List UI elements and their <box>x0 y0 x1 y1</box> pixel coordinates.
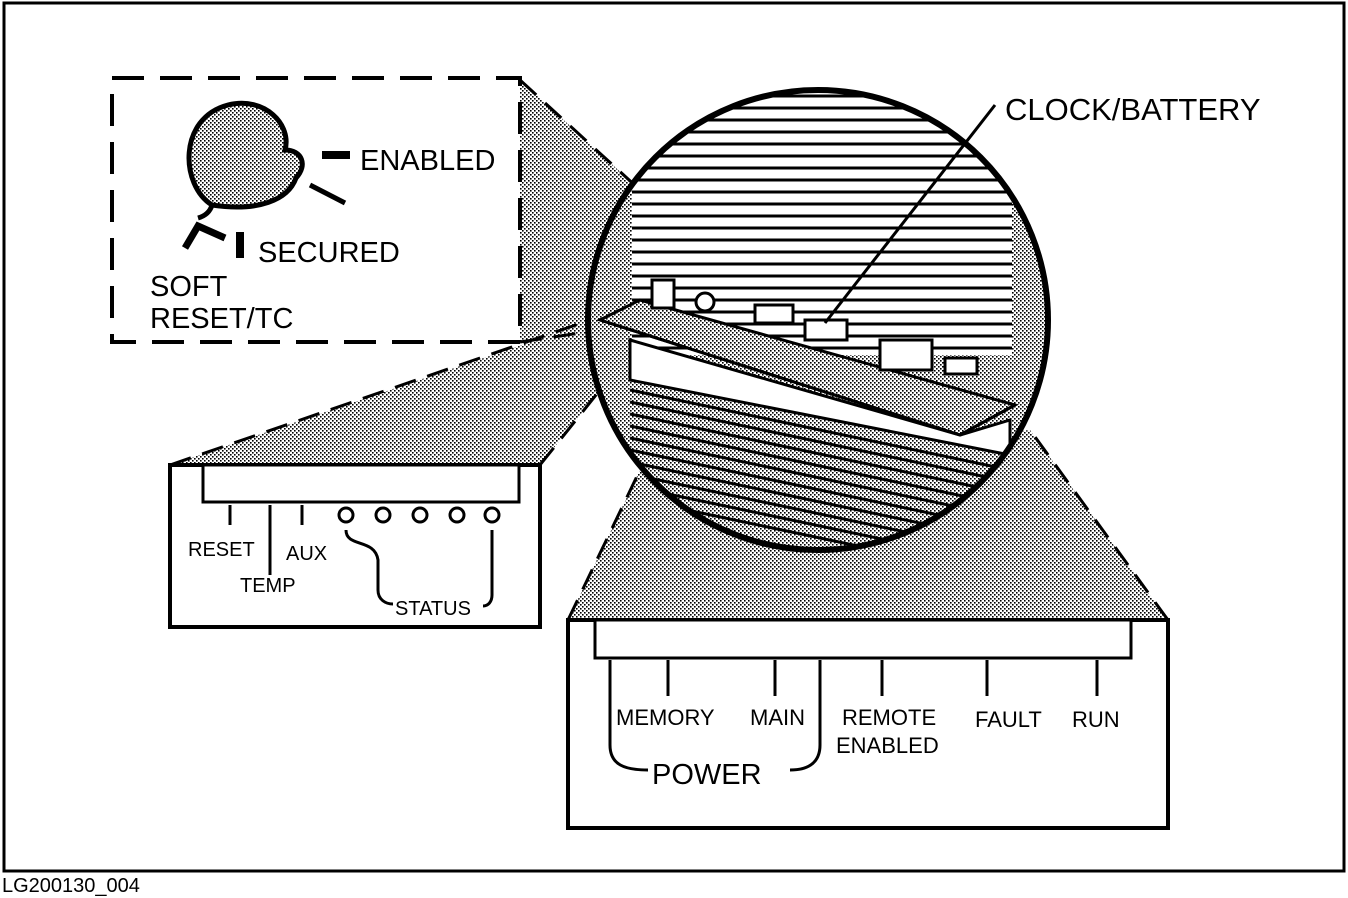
memory-label: MEMORY <box>616 705 715 730</box>
key-switch-icon <box>186 100 305 210</box>
temp-label: TEMP <box>240 575 296 597</box>
magnified-view <box>585 87 1051 553</box>
enabled-label: ENABLED <box>360 145 495 177</box>
key-switch-detail: ENABLED SECURED SOFT RESET/TC <box>110 76 522 344</box>
panel-details <box>650 278 979 376</box>
soft-reset-bracket <box>181 221 227 250</box>
reset-label: RESET <box>188 539 255 561</box>
left-status-panel: RESET TEMP AUX STATUS <box>168 463 542 629</box>
power-bracket-right <box>789 660 822 772</box>
run-label: RUN <box>1072 707 1120 732</box>
clock-battery-leader <box>823 104 997 324</box>
control-panel-shelf <box>596 298 1019 457</box>
power-label: POWER <box>652 759 762 791</box>
soft-label: SOFT <box>150 271 228 303</box>
main-label: MAIN <box>750 705 805 730</box>
zoom-dashed-lines <box>169 78 1170 621</box>
remote-label: REMOTE <box>842 705 936 730</box>
clock-battery-label: CLOCK/BATTERY <box>1005 92 1261 127</box>
fault-label: FAULT <box>975 707 1042 732</box>
secured-label: SECURED <box>258 237 400 269</box>
status-leds <box>337 506 501 524</box>
remote-enabled-label: ENABLED <box>836 733 939 758</box>
status-label: STATUS <box>395 598 471 620</box>
figure-id: LG200130_004 <box>2 875 140 897</box>
status-bracket <box>344 529 394 606</box>
reset-tc-label: RESET/TC <box>150 303 293 335</box>
right-power-panel: MEMORY MAIN REMOTE ENABLED FAULT RUN POW… <box>566 618 1170 830</box>
outer-frame <box>2 1 1346 873</box>
power-bracket-left <box>608 660 649 772</box>
soft-reset-tick <box>308 182 347 206</box>
aux-label: AUX <box>286 543 327 565</box>
